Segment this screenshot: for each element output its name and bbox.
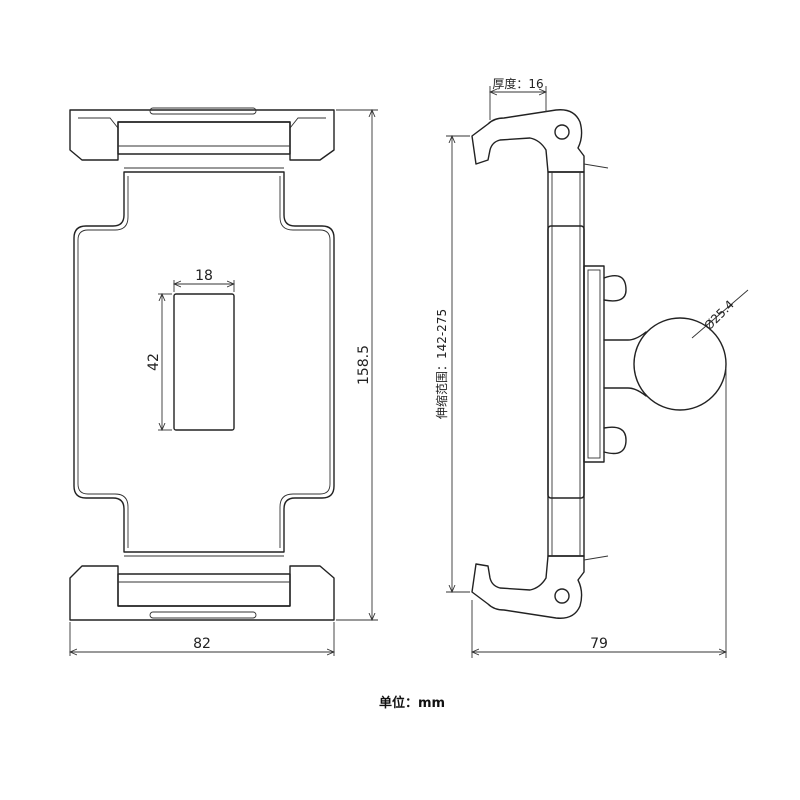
side-dimensions: 厚度：16 伸缩范围：142-275 Ø25.4 79 bbox=[434, 76, 749, 658]
ball-diameter-label: Ø25.4 bbox=[701, 297, 736, 332]
center-slot bbox=[173, 293, 235, 431]
side-bottom-hook bbox=[471, 555, 585, 619]
front-backplate bbox=[73, 171, 335, 553]
unit-caption: 单位：mm bbox=[379, 695, 445, 711]
side-top-hook bbox=[471, 109, 585, 173]
front-view bbox=[69, 107, 335, 621]
depth-dimension-label: 79 bbox=[590, 636, 608, 652]
slot-width-label: 18 bbox=[195, 268, 213, 284]
range-label: 伸缩范围：142-275 bbox=[434, 309, 449, 419]
mount-plate bbox=[583, 265, 605, 463]
thickness-label: 厚度：16 bbox=[492, 76, 543, 91]
side-view bbox=[471, 109, 727, 619]
front-top-clamp bbox=[69, 107, 335, 173]
slot-height-label: 42 bbox=[146, 353, 162, 371]
height-dimension-label: 158.5 bbox=[356, 345, 372, 385]
front-dimensions: 82 158.5 18 42 bbox=[70, 110, 378, 656]
front-bottom-clamp bbox=[69, 551, 335, 621]
width-dimension-label: 82 bbox=[193, 636, 211, 652]
mount-ball bbox=[633, 317, 727, 411]
